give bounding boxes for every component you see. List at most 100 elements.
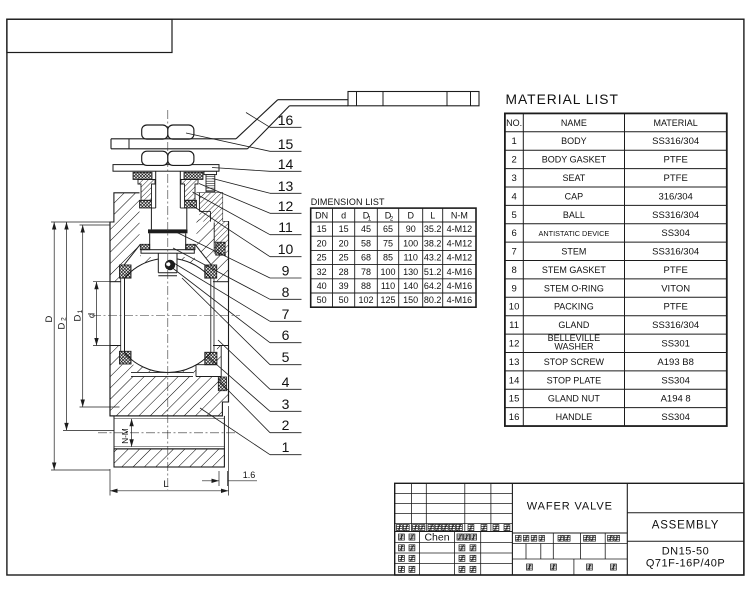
- svg-text:4-M16: 4-M16: [447, 267, 473, 277]
- svg-text:13: 13: [278, 178, 294, 194]
- svg-text:2: 2: [511, 155, 516, 166]
- svg-text:15: 15: [339, 224, 349, 234]
- svg-text:11: 11: [509, 320, 519, 331]
- svg-text:MATERIAL: MATERIAL: [653, 118, 697, 128]
- svg-text:6: 6: [282, 327, 290, 343]
- svg-text:50: 50: [317, 295, 327, 305]
- svg-text:9: 9: [511, 283, 516, 294]
- svg-text:9: 9: [282, 263, 290, 279]
- svg-text:L: L: [430, 210, 435, 220]
- svg-text:5: 5: [282, 349, 290, 365]
- svg-text:NO.: NO.: [506, 118, 522, 128]
- svg-text:40: 40: [317, 281, 327, 291]
- svg-text:4: 4: [282, 374, 290, 390]
- svg-text:D: D: [385, 210, 392, 220]
- svg-text:MATERIAL LIST: MATERIAL LIST: [506, 92, 619, 107]
- svg-text:3: 3: [282, 396, 290, 412]
- svg-text:35.2: 35.2: [424, 224, 442, 234]
- svg-text:130: 130: [403, 267, 418, 277]
- svg-text:4: 4: [511, 191, 516, 202]
- svg-text:L: L: [163, 479, 168, 490]
- svg-text:BALL: BALL: [563, 210, 585, 220]
- svg-text:BODY: BODY: [561, 136, 587, 146]
- svg-text:d: d: [86, 313, 97, 318]
- svg-text:BODY GASKET: BODY GASKET: [542, 155, 607, 165]
- svg-text:110: 110: [404, 253, 418, 263]
- svg-text:32: 32: [317, 267, 327, 277]
- svg-text:150: 150: [403, 295, 418, 305]
- svg-text:SS316/304: SS316/304: [652, 247, 699, 258]
- svg-text:68: 68: [361, 253, 371, 263]
- svg-text:43.2: 43.2: [424, 253, 442, 263]
- svg-text:64.2: 64.2: [424, 281, 442, 291]
- svg-text:D: D: [44, 315, 55, 322]
- svg-text:NAME: NAME: [561, 118, 587, 128]
- svg-text:1: 1: [282, 439, 290, 455]
- svg-text:DIMENSION LIST: DIMENSION LIST: [311, 197, 385, 207]
- svg-text:5: 5: [511, 210, 516, 221]
- svg-text:75: 75: [383, 238, 393, 248]
- svg-text:1: 1: [511, 136, 516, 147]
- svg-text:13: 13: [509, 357, 520, 368]
- svg-text:STEM O-RING: STEM O-RING: [544, 283, 604, 293]
- svg-text:85: 85: [383, 253, 393, 263]
- svg-text:4-M16: 4-M16: [447, 295, 473, 305]
- svg-text:d: d: [341, 210, 346, 220]
- svg-text:D: D: [407, 210, 414, 220]
- svg-text:16: 16: [278, 112, 294, 128]
- svg-text:2: 2: [390, 216, 394, 222]
- svg-text:6: 6: [511, 228, 516, 239]
- svg-text:7: 7: [511, 247, 516, 258]
- svg-text:STEM: STEM: [561, 247, 586, 257]
- svg-text:Q71F-16P/40P: Q71F-16P/40P: [646, 558, 725, 570]
- svg-text:58: 58: [361, 238, 371, 248]
- svg-text:PTFE: PTFE: [664, 265, 688, 276]
- svg-text:DN: DN: [315, 210, 328, 220]
- svg-text:N-M: N-M: [121, 428, 130, 444]
- svg-text:VITON: VITON: [661, 283, 690, 294]
- svg-text:78: 78: [361, 267, 371, 277]
- svg-text:14: 14: [278, 156, 294, 172]
- svg-text:140: 140: [403, 281, 418, 291]
- svg-text:8: 8: [282, 284, 290, 300]
- svg-text:15: 15: [278, 136, 294, 152]
- svg-text:25: 25: [339, 253, 349, 263]
- svg-text:45: 45: [361, 224, 371, 234]
- svg-text:A193 B8: A193 B8: [657, 357, 693, 368]
- svg-text:D: D: [363, 210, 370, 220]
- svg-text:10: 10: [278, 241, 294, 257]
- svg-text:2: 2: [282, 417, 290, 433]
- svg-text:SS316/304: SS316/304: [652, 136, 699, 147]
- svg-text:GLAND: GLAND: [558, 320, 590, 330]
- svg-text:SS304: SS304: [661, 375, 690, 386]
- svg-text:8: 8: [511, 265, 516, 276]
- svg-text:39: 39: [339, 281, 349, 291]
- svg-text:DN15-50: DN15-50: [662, 546, 710, 558]
- svg-text:SS316/304: SS316/304: [652, 320, 699, 331]
- svg-text:25: 25: [317, 253, 327, 263]
- svg-text:90: 90: [406, 224, 416, 234]
- svg-text:GLAND NUT: GLAND NUT: [548, 394, 601, 404]
- svg-text:SS301: SS301: [661, 338, 690, 349]
- svg-text:D: D: [73, 314, 84, 321]
- svg-text:WAFER VALVE: WAFER VALVE: [527, 501, 613, 513]
- svg-text:HANDLE: HANDLE: [556, 412, 593, 422]
- svg-text:20: 20: [339, 238, 349, 248]
- svg-text:PTFE: PTFE: [664, 173, 688, 184]
- svg-text:D: D: [56, 322, 67, 329]
- svg-text:4-M12: 4-M12: [447, 253, 473, 263]
- svg-text:1: 1: [77, 309, 84, 313]
- svg-text:Chen: Chen: [424, 532, 449, 544]
- svg-text:STOP SCREW: STOP SCREW: [544, 357, 605, 367]
- svg-text:SS304: SS304: [661, 228, 690, 239]
- svg-text:4-M12: 4-M12: [447, 238, 473, 248]
- svg-text:4-M12: 4-M12: [447, 224, 473, 234]
- svg-text:20: 20: [317, 238, 327, 248]
- svg-text:2: 2: [61, 317, 68, 321]
- svg-text:WASHER: WASHER: [554, 342, 594, 352]
- svg-text:PACKING: PACKING: [554, 302, 594, 312]
- svg-text:12: 12: [509, 338, 520, 349]
- svg-text:38.2: 38.2: [424, 238, 442, 248]
- svg-text:SEAT: SEAT: [562, 173, 585, 183]
- svg-text:N-M: N-M: [451, 210, 468, 220]
